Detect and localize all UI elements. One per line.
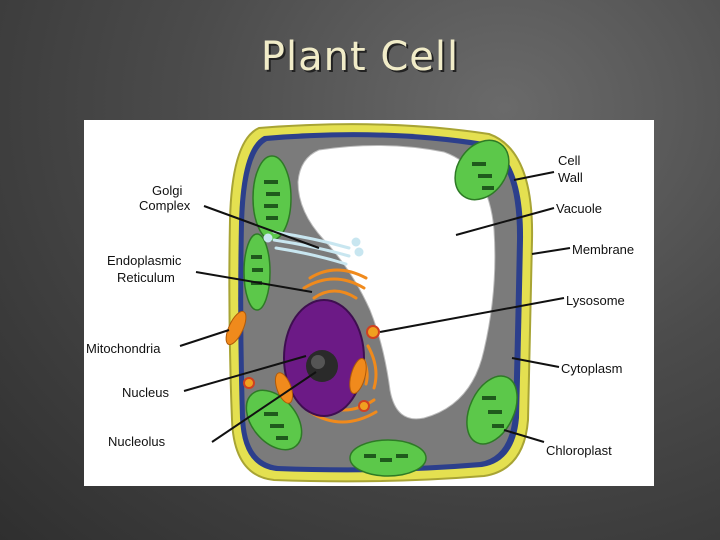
chloroplast-1 (252, 155, 292, 241)
label-mitochondria: Mitochondria (86, 341, 161, 356)
label-nucleolus: Nucleolus (108, 434, 166, 449)
mitochondrion-3 (349, 358, 367, 394)
label-golgi-2: Complex (139, 198, 191, 213)
nucleolus-detail (311, 355, 325, 369)
leader-lines (179, 171, 571, 443)
label-golgi-1: Golgi (152, 183, 182, 198)
label-er-1: Endoplasmic (107, 253, 182, 268)
lysosome-3 (358, 400, 370, 412)
label-chloroplast: Chloroplast (546, 443, 612, 458)
label-lysosome: Lysosome (566, 293, 625, 308)
lysosome-group (243, 325, 380, 412)
mitochondria-group (225, 310, 367, 404)
golgi-complex (263, 230, 364, 266)
label-er-2: Reticulum (117, 270, 175, 285)
mitochondrion-1 (225, 310, 247, 346)
label-cell-wall-1: Cell (558, 153, 581, 168)
endoplasmic-reticulum (302, 268, 378, 424)
lysosome-2 (243, 377, 255, 389)
label-nucleus: Nucleus (122, 385, 169, 400)
chloroplast-3 (454, 139, 510, 201)
plant-cell-svg: Golgi Complex Endoplasmic Reticulum Mito… (86, 123, 634, 483)
label-cell-wall-2: Wall (558, 170, 583, 185)
plant-cell-diagram: Golgi Complex Endoplasmic Reticulum Mito… (84, 120, 654, 486)
chloroplast-grana (251, 162, 504, 462)
label-vacuole: Vacuole (556, 201, 602, 216)
lysosome-1 (366, 325, 380, 339)
mitochondrion-2 (274, 372, 294, 404)
slide-title: Plant Cell (260, 34, 460, 80)
label-cytoplasm: Cytoplasm (561, 361, 622, 376)
chloroplast-6 (245, 389, 303, 451)
label-membrane: Membrane (572, 242, 634, 257)
